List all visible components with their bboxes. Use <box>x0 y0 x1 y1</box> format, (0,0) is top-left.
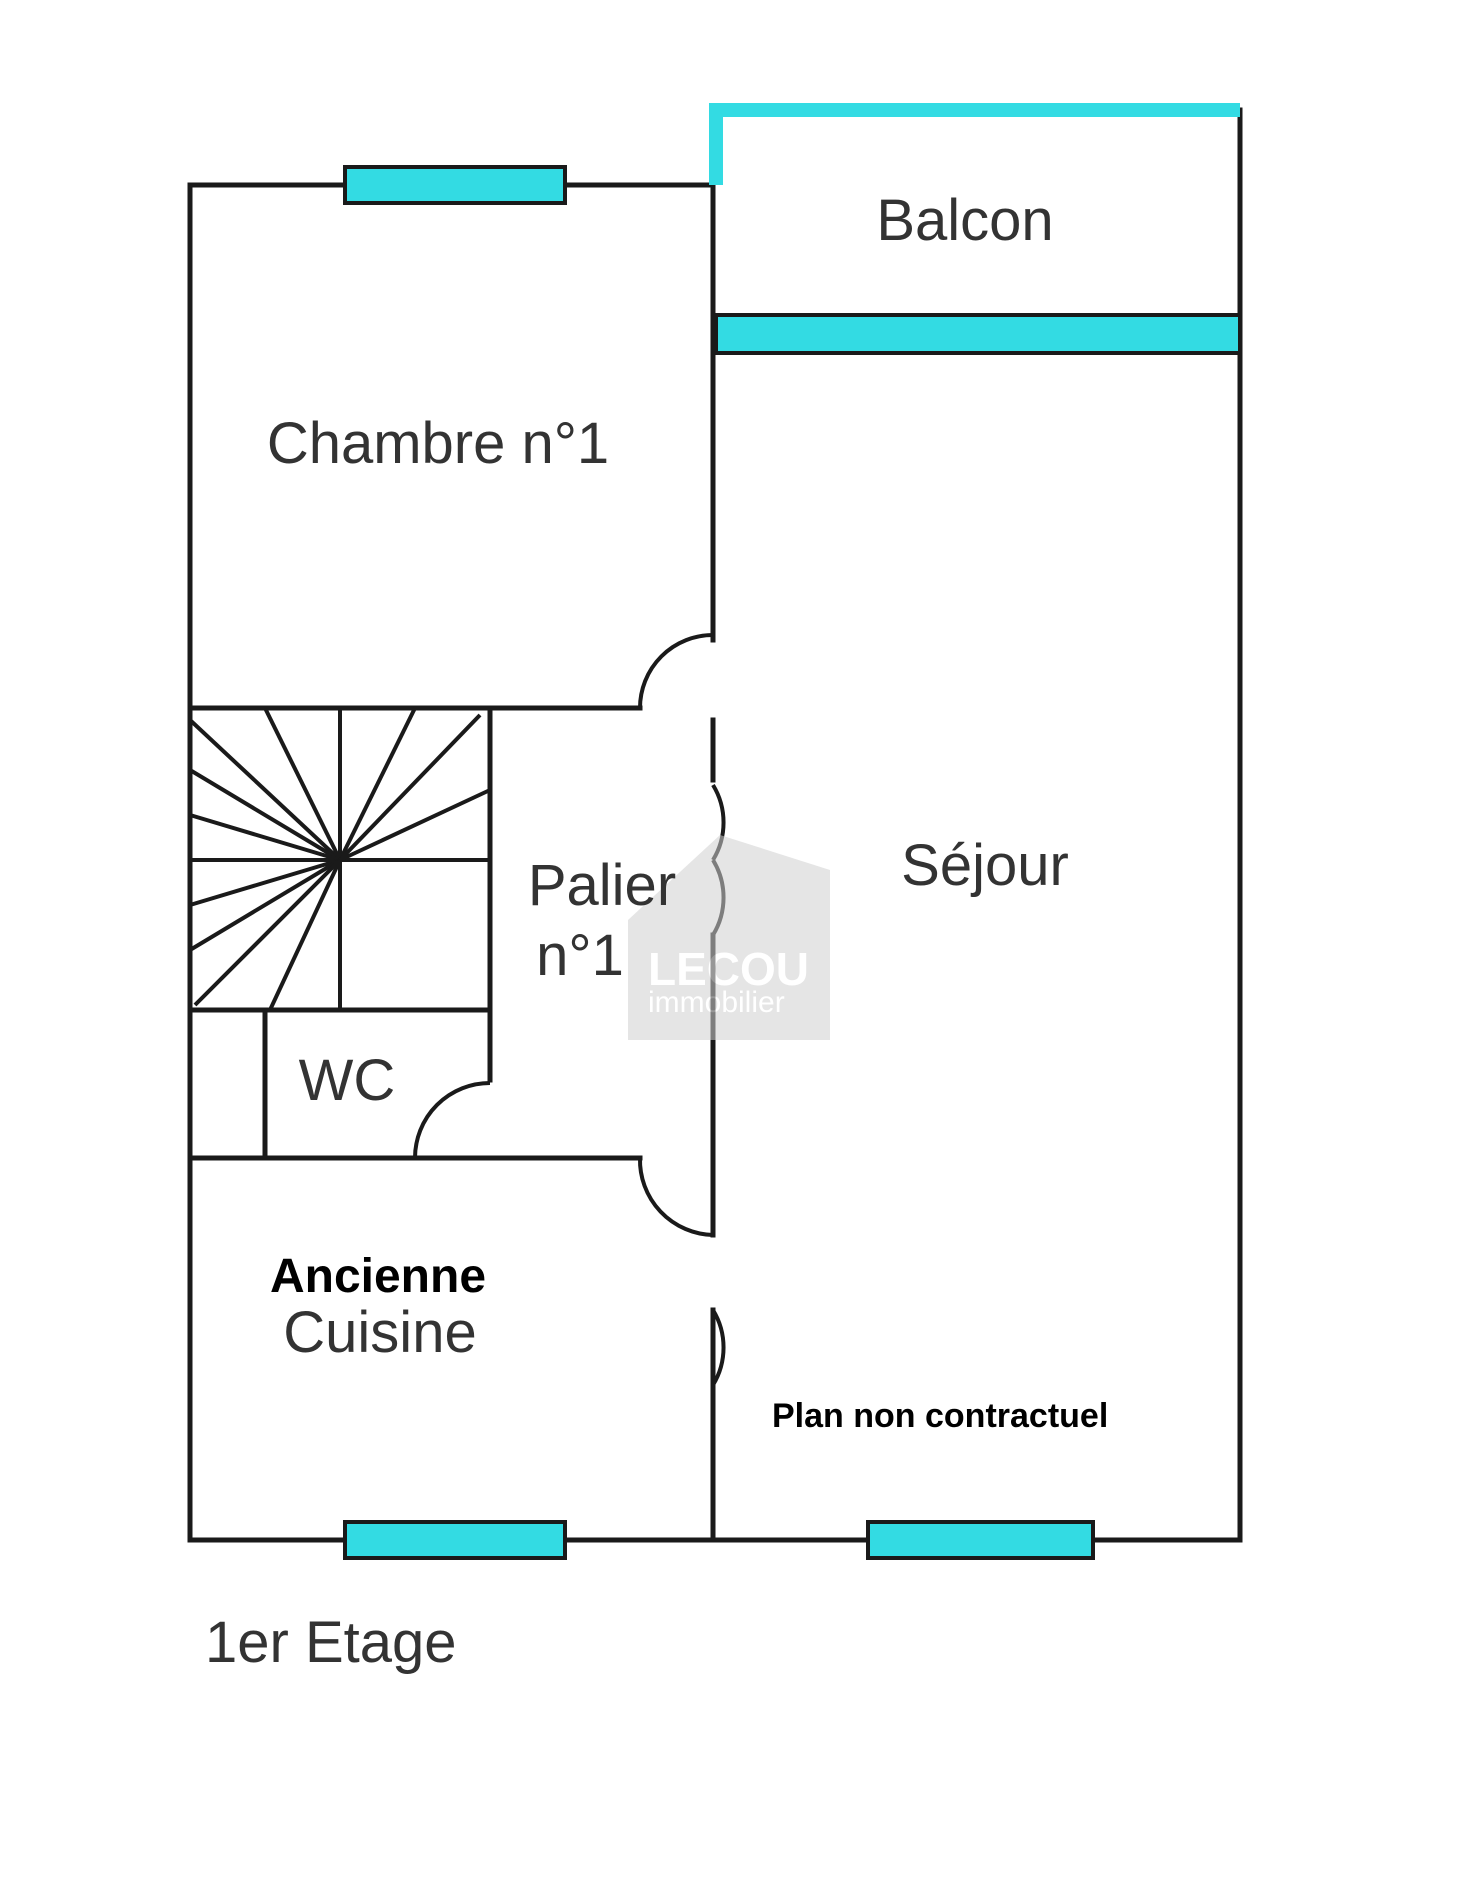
room-label-cuisine-2: Cuisine <box>283 1300 476 1365</box>
watermark-sub: immobilier <box>648 986 785 1019</box>
windows <box>343 103 1242 1560</box>
window-chambre <box>343 165 567 205</box>
watermark-brand: LECOU <box>648 943 809 995</box>
room-label-palier-2: n°1 <box>536 923 624 988</box>
floor-label: 1er Etage <box>205 1610 457 1675</box>
room-label-cuisine-1: Ancienne <box>270 1250 486 1303</box>
labels: Balcon Chambre n°1 Séjour Palier n°1 WC … <box>205 188 1108 1675</box>
watermark: LECOU immobilier <box>628 835 830 1040</box>
window-cuisine <box>343 1520 567 1560</box>
window-sejour <box>866 1520 1095 1560</box>
watermark-house-icon <box>628 835 830 1040</box>
door-chambre <box>638 633 714 709</box>
staircase <box>188 707 491 1011</box>
room-label-sejour: Séjour <box>901 833 1069 898</box>
window-sejour-balcon <box>714 313 1242 355</box>
room-label-balcon: Balcon <box>876 188 1053 253</box>
door-sejour-3 <box>711 1308 726 1387</box>
disclaimer-note: Plan non contractuel <box>772 1397 1108 1435</box>
door-wc <box>413 1081 491 1159</box>
room-label-palier-1: Palier <box>528 853 676 918</box>
room-label-wc: WC <box>299 1048 396 1113</box>
door-cuisine <box>637 1157 714 1237</box>
room-label-chambre: Chambre n°1 <box>267 411 609 476</box>
balcony-railing <box>709 103 1240 185</box>
